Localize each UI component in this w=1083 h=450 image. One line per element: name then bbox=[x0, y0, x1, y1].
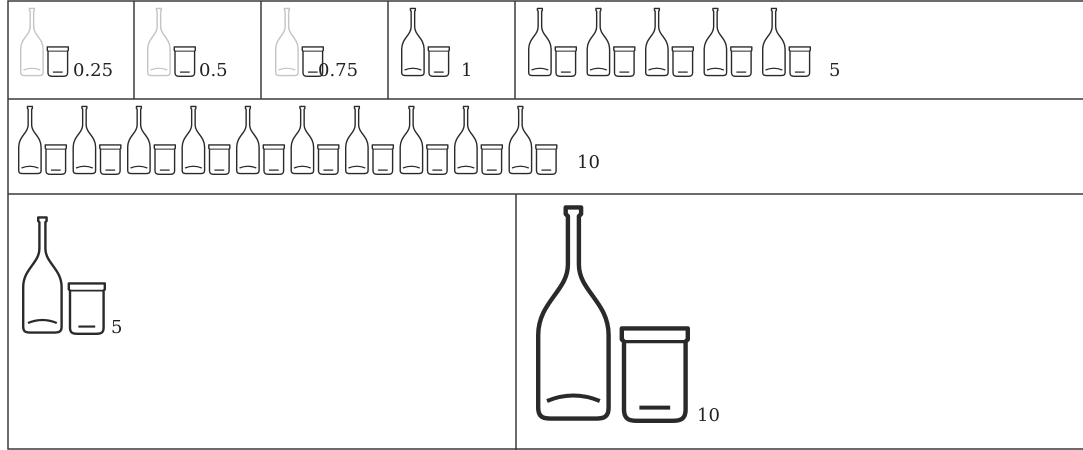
bottle-jar-pair-medium bbox=[22, 216, 107, 336]
jar-icon bbox=[554, 46, 577, 77]
bottle-jar-pair-ten-4 bbox=[181, 105, 231, 176]
bottle-jar-pair-large bbox=[538, 207, 688, 420]
bottle-jar-pair-ten-8 bbox=[399, 105, 449, 176]
bottle-jar-pair-five-1 bbox=[528, 7, 577, 77]
jar-icon bbox=[371, 144, 394, 176]
bottle-icon bbox=[345, 105, 369, 175]
jar-icon bbox=[613, 46, 636, 77]
bottle-icon bbox=[762, 7, 786, 77]
jar-icon bbox=[622, 328, 688, 420]
label-bottom-ten: 10 bbox=[697, 405, 720, 426]
jar-icon bbox=[153, 144, 177, 176]
table-grid bbox=[7, 0, 1083, 450]
bottle-icon bbox=[290, 105, 315, 175]
jar-icon bbox=[173, 46, 197, 77]
bottle-jar-pair-ten-2 bbox=[72, 105, 122, 176]
bottle-jar-pair-ten-9 bbox=[454, 105, 503, 176]
bottle-icon bbox=[454, 105, 478, 175]
jar-icon bbox=[535, 144, 558, 176]
bottle-jar-pair-ten-7 bbox=[345, 105, 394, 176]
jar-icon bbox=[480, 144, 503, 176]
jar-icon bbox=[426, 144, 449, 176]
bottle-icon bbox=[586, 7, 611, 77]
bottle-icon bbox=[20, 7, 44, 77]
labels: 0.25 0.5 0.75 1 5 10 5 10 bbox=[73, 60, 840, 426]
jar-icon bbox=[208, 144, 231, 176]
jar-icon bbox=[262, 144, 285, 176]
bottle-jar-pair-3 bbox=[275, 7, 324, 77]
icons-layer bbox=[18, 7, 811, 420]
bottle-jar-pair-ten-3 bbox=[126, 105, 177, 176]
bottle-jar-pair-ten-6 bbox=[290, 105, 340, 176]
bottle-jar-pair-4 bbox=[401, 7, 450, 77]
bottle-icon bbox=[72, 105, 97, 175]
bottle-jar-pair-ten-5 bbox=[235, 105, 285, 176]
bottle-icon bbox=[275, 7, 299, 77]
bottle-jar-pair-five-2 bbox=[586, 7, 636, 77]
bottle-icon bbox=[538, 207, 608, 418]
bottle-jar-pair-five-4 bbox=[703, 7, 753, 77]
label-middle-ten: 10 bbox=[577, 152, 600, 173]
bottle-icon bbox=[181, 105, 206, 175]
jar-icon bbox=[427, 46, 450, 77]
label-one: 1 bbox=[461, 60, 472, 81]
bottle-jar-pair-1 bbox=[20, 7, 69, 77]
label-top-five: 5 bbox=[829, 60, 840, 81]
jar-icon bbox=[788, 46, 811, 77]
jar-icon bbox=[67, 282, 107, 336]
bottle-icon bbox=[22, 216, 63, 334]
jar-icon bbox=[317, 144, 340, 176]
bottle-jar-pair-ten-10 bbox=[508, 105, 558, 176]
jar-icon bbox=[99, 144, 122, 176]
bottle-icon bbox=[528, 7, 552, 77]
label-three-quarters: 0.75 bbox=[318, 60, 358, 81]
bottle-jar-pair-five-5 bbox=[762, 7, 811, 77]
bottle-icon bbox=[645, 7, 669, 77]
label-bottom-five: 5 bbox=[111, 317, 122, 338]
jar-icon bbox=[46, 46, 69, 77]
bottle-jar-pair-2 bbox=[146, 7, 197, 77]
jar-icon bbox=[730, 46, 753, 77]
bottle-icon bbox=[399, 105, 424, 175]
bottle-icon bbox=[508, 105, 533, 175]
bottle-jar-pair-ten-1 bbox=[18, 105, 67, 176]
label-half: 0.5 bbox=[199, 60, 228, 81]
bottle-icon bbox=[18, 105, 42, 175]
outer-border bbox=[7, 0, 1083, 450]
bottle-icon bbox=[401, 7, 425, 77]
bottle-icon bbox=[126, 105, 151, 175]
label-quarter: 0.25 bbox=[73, 60, 113, 81]
bottle-icon bbox=[146, 7, 171, 77]
bottle-icon bbox=[703, 7, 728, 77]
jar-icon bbox=[44, 144, 67, 176]
jar-icon bbox=[671, 46, 694, 77]
bottle-jar-pair-five-3 bbox=[645, 7, 694, 77]
bottle-icon bbox=[235, 105, 260, 175]
